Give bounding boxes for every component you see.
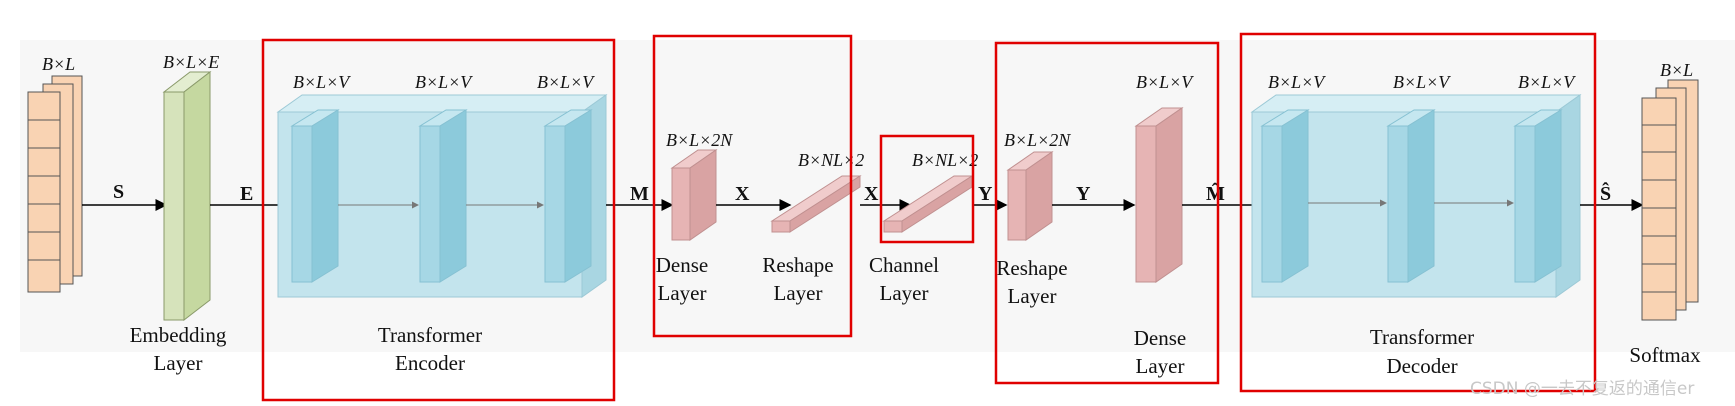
embedding-dim-label: B×L×E — [163, 52, 219, 72]
symbol-s: S — [113, 181, 124, 203]
dense1-label-line2: Layer — [658, 281, 707, 305]
symbol-e: E — [240, 183, 253, 205]
encoder-label-line2: Encoder — [395, 351, 465, 375]
symbol-x-1: X — [735, 183, 750, 205]
symbol-x-2: X — [864, 183, 879, 205]
dense1-dim-label: B×L×2N — [666, 130, 733, 150]
reshape2-label-line1: Reshape — [996, 256, 1067, 280]
symbol-y-2: Y — [1076, 183, 1091, 205]
embedding-label-line1: Embedding — [130, 323, 227, 347]
reshape2-dim-label: B×L×2N — [1004, 130, 1071, 150]
dense2-label-line2: Layer — [1136, 354, 1185, 378]
decoder-label-line2: Decoder — [1386, 354, 1457, 378]
channel-label-line1: Channel — [869, 253, 939, 277]
encoder-dim-3: B×L×V — [537, 72, 595, 92]
highlight-box-channel — [879, 134, 975, 244]
dense1-label-line1: Dense — [656, 253, 708, 277]
output-dim-label: B×L — [1660, 60, 1693, 80]
symbol-m-hat: M̂ — [1206, 181, 1225, 205]
encoder-dim-2: B×L×V — [415, 72, 473, 92]
reshape2-label-line2: Layer — [1008, 284, 1057, 308]
encoder-dim-1: B×L×V — [293, 72, 351, 92]
highlight-box-decoder — [1239, 32, 1597, 393]
dense-layer-1-block — [670, 149, 718, 241]
embedding-layer-block — [162, 70, 212, 322]
reshape-layer-1-block — [770, 175, 862, 233]
transformer-decoder-block — [1250, 94, 1582, 298]
embedding-label-line2: Layer — [154, 351, 203, 375]
softmax-label: Softmax — [1629, 343, 1701, 367]
dense2-label-line1: Dense — [1134, 326, 1186, 350]
reshape-layer-2-block — [1006, 151, 1054, 241]
transformer-encoder-block — [276, 94, 608, 298]
channel-dim-label: B×NL×2 — [912, 150, 978, 170]
encoder-label-line1: Transformer — [378, 323, 482, 347]
dense-layer-2-block — [1134, 107, 1184, 283]
channel-label-line2: Layer — [880, 281, 929, 305]
highlight-box-encoder — [261, 38, 616, 402]
symbol-s-hat: Ŝ — [1600, 181, 1611, 205]
highlight-box-reshape-dense — [994, 41, 1220, 385]
decoder-dim-2: B×L×V — [1393, 72, 1451, 92]
watermark-text: CSDN @一去不复返的通信er — [1470, 379, 1694, 399]
reshape1-label-line1: Reshape — [762, 253, 833, 277]
decoder-label-line1: Transformer — [1370, 325, 1474, 349]
decoder-dim-1: B×L×V — [1268, 72, 1326, 92]
input-sequence-block — [27, 75, 83, 293]
decoder-dim-3: B×L×V — [1518, 72, 1576, 92]
dense2-dim-label: B×L×V — [1136, 72, 1194, 92]
symbol-m: M — [630, 183, 649, 205]
highlight-box-dense-reshape — [652, 34, 853, 338]
input-dim-label: B×L — [42, 54, 75, 74]
output-softmax-block — [1641, 79, 1699, 321]
reshape1-dim-label: B×NL×2 — [798, 150, 864, 170]
symbol-y-1: Y — [978, 183, 993, 205]
reshape1-label-line2: Layer — [774, 281, 823, 305]
